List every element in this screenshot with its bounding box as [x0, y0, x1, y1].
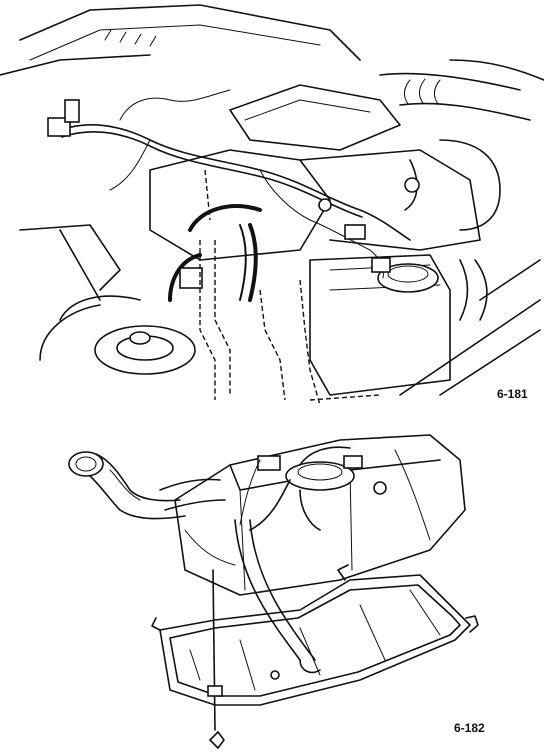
engine-compartment-illustration: 6-181 [0, 4, 544, 406]
figure-label-181: 6-181 [497, 387, 528, 401]
figure-label-182: 6-182 [454, 721, 485, 735]
fuel-tank-drawing [68, 434, 479, 749]
engine-compartment-drawing [0, 4, 544, 406]
fuel-tank-illustration: 6-182 [0, 420, 544, 756]
